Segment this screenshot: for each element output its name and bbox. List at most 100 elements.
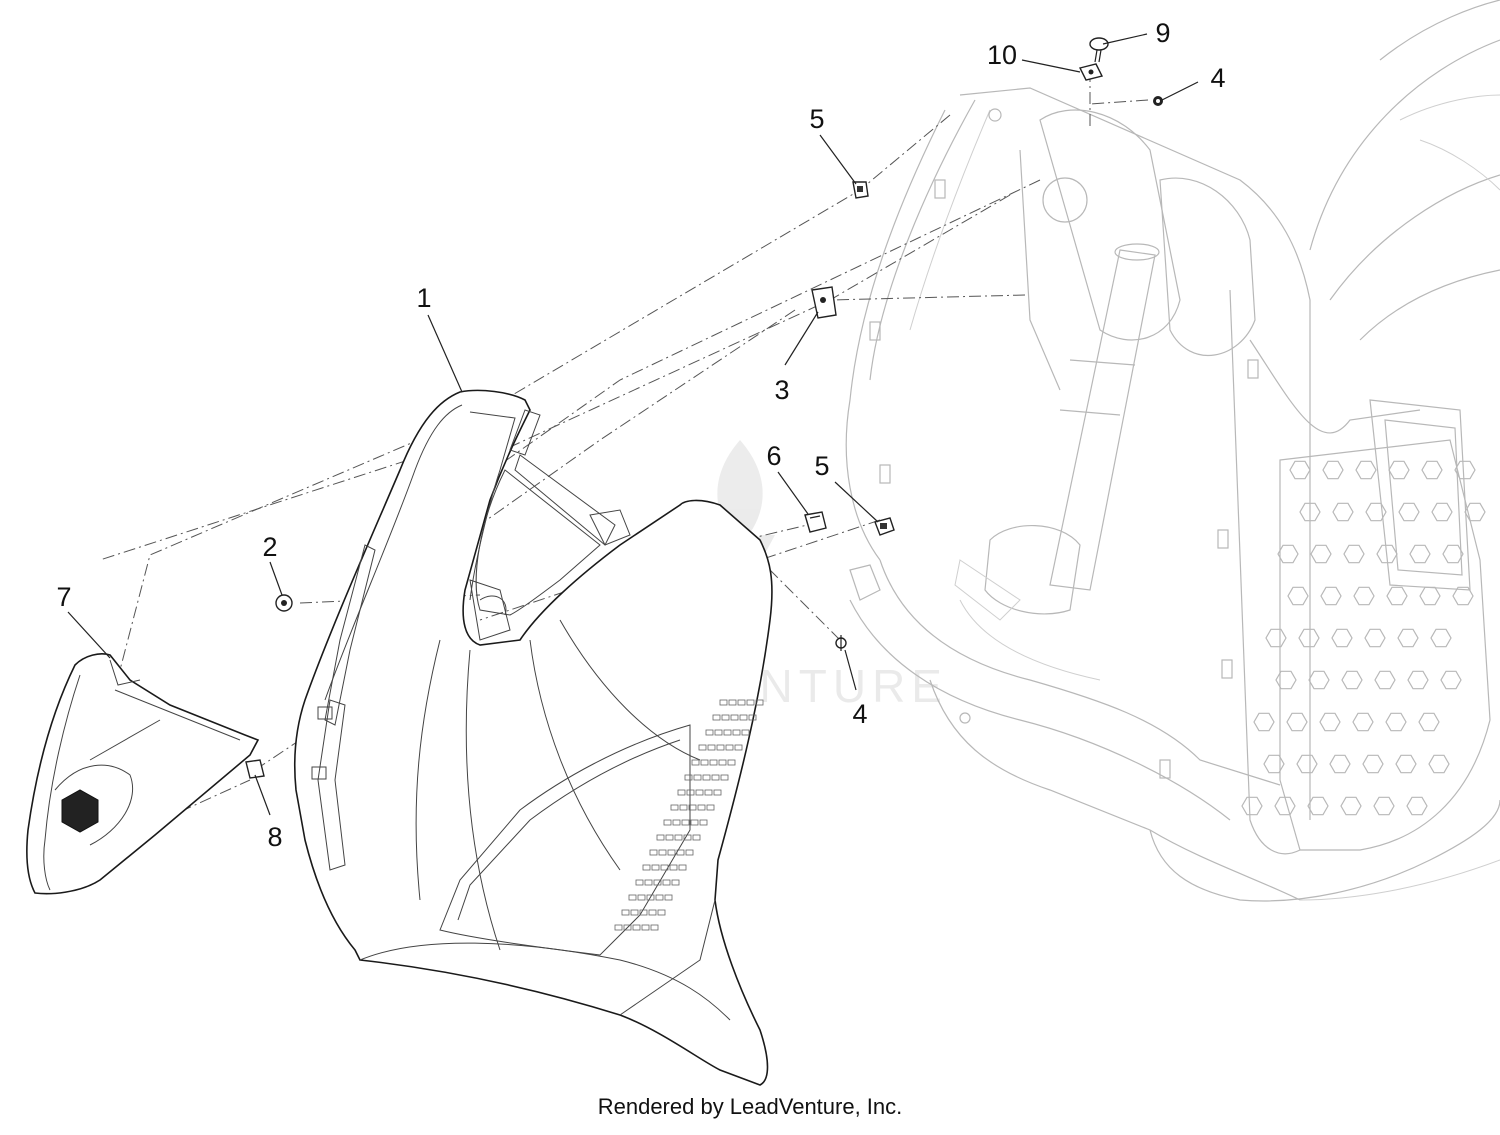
grille-cell [699,819,708,826]
callout-4-lower: 4 [852,699,867,729]
callout-8: 8 [267,822,282,852]
floor-hex [1332,502,1354,522]
grille-cell [714,729,723,736]
grille-cell [614,924,623,931]
floor-hex [1419,586,1441,606]
floor-hex [1308,670,1330,690]
floor-hex [1286,712,1308,732]
floor-hex [1343,544,1365,564]
floor-hex [1352,712,1374,732]
emblem-cover [26,653,260,895]
clip-part-6 [804,511,827,533]
floor-hex [1386,586,1408,606]
grille-cell [658,849,667,856]
grille-cell [676,849,685,856]
floor-hex [1374,670,1396,690]
callout-5-lower: 5 [814,451,829,481]
floor-hex [1454,460,1476,480]
nut-part-5-lower [874,517,895,536]
grille-cell [671,879,680,886]
floor-hex [1362,754,1384,774]
grille-cell [711,774,720,781]
grille-cell [667,849,676,856]
grille-cell [690,819,699,826]
callout-3: 3 [774,375,789,405]
grille-cell [691,759,700,766]
scooter-frame [845,0,1500,902]
grille-cell [644,879,653,886]
grille-cell [727,759,736,766]
floor-hex [1320,586,1342,606]
grille-cell [642,864,651,871]
floor-hex [1241,796,1263,816]
grille-cell [679,804,688,811]
floor-hex [1407,670,1429,690]
grille-cell [700,759,709,766]
grille-cell [651,864,660,871]
grille-cell [674,834,683,841]
floor-hex [1353,586,1375,606]
grille-cell [723,729,732,736]
front-shield-panel [293,389,773,1086]
floor-hex [1385,712,1407,732]
grille-cell [695,789,704,796]
callout-4-upper: 4 [1210,63,1225,93]
screw-part-2 [275,594,293,612]
grille-cell [755,699,764,706]
grille-cell [737,699,746,706]
grille-cell [623,924,632,931]
callout-6: 6 [766,441,781,471]
grille-cell [702,774,711,781]
grille-cell [728,699,737,706]
floor-hex [1253,712,1275,732]
floor-hex [1263,754,1285,774]
floor-hex [1341,670,1363,690]
floor-hex [1287,586,1309,606]
floor-hex [1265,628,1287,648]
grille-cell [632,924,641,931]
floor-hex [1440,670,1462,690]
grille-cell [746,699,755,706]
grille-cell [685,849,694,856]
grille-cell [655,894,664,901]
screw-part-4-upper [1153,96,1163,106]
grille-cell [672,819,681,826]
floor-hex [1299,502,1321,522]
grille-cell [639,909,648,916]
clip-part-8 [245,759,265,779]
grille-cell [741,729,750,736]
callout-9: 9 [1155,18,1170,48]
floor-hex [1464,502,1486,522]
grille-cell [660,864,669,871]
grille-cell [707,744,716,751]
grille-cell [637,894,646,901]
grille-cell [730,714,739,721]
grille-cell [734,744,743,751]
callout-1: 1 [416,283,431,313]
grille-cell [628,894,637,901]
grille-cell [646,894,655,901]
grille-cell [704,789,713,796]
leader-lines [67,33,1199,816]
grille-cell [686,789,695,796]
grille-cell [716,744,725,751]
floor-hex [1365,502,1387,522]
callout-2: 2 [262,532,277,562]
floor-hex [1409,544,1431,564]
floor-hex [1431,502,1453,522]
grille-cell [648,909,657,916]
floor-hex [1298,628,1320,648]
grille-cell [748,714,757,721]
grille-cell [718,759,727,766]
callout-7: 7 [56,582,71,612]
grille-cell [670,804,679,811]
floor-hex [1388,460,1410,480]
floor-hex [1289,460,1311,480]
floor-hex [1395,754,1417,774]
floor-hex [1322,460,1344,480]
grille-cell [739,714,748,721]
grille-cell [705,729,714,736]
grille-cell [720,774,729,781]
floor-hex [1275,670,1297,690]
